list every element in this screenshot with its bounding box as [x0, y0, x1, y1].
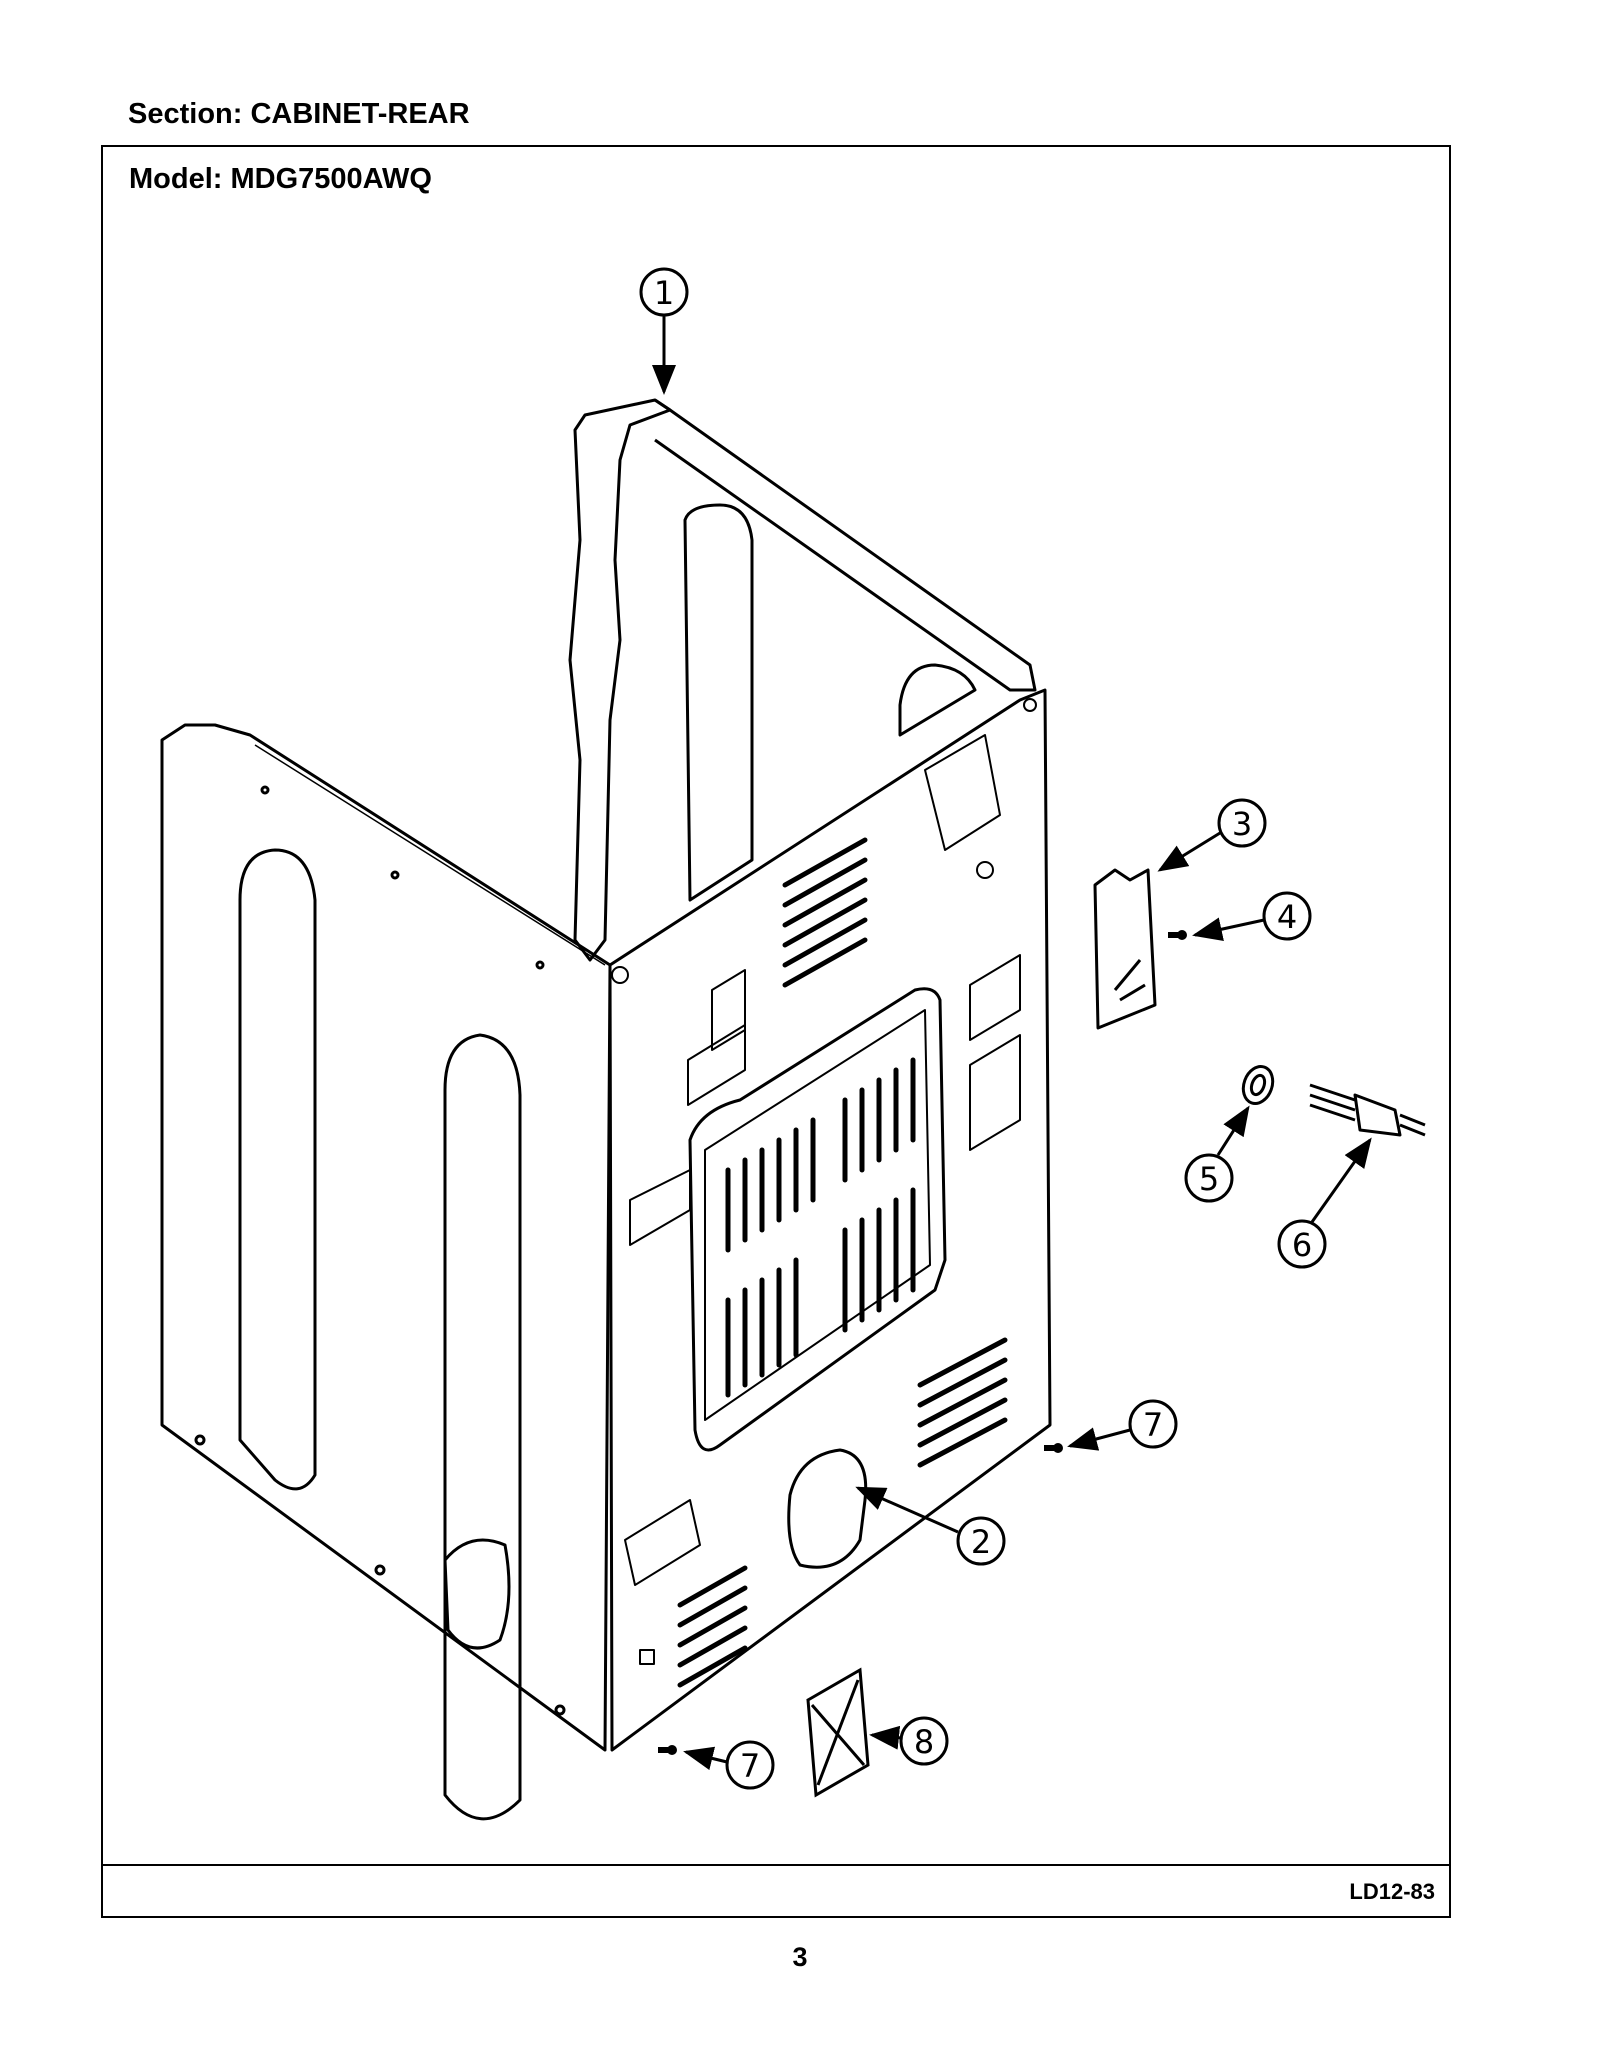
callout-7-bottom-label: 7 [740, 1747, 760, 1785]
model-title: Model: MDG7500AWQ [129, 163, 432, 195]
callout-4: 4 [1192, 891, 1312, 941]
page-number: 3 [792, 1942, 808, 1972]
callout-2: 2 [855, 1486, 1006, 1566]
left-side-panel [160, 723, 612, 1821]
rear-frame [568, 398, 1037, 962]
callout-5: 5 [1184, 1105, 1250, 1203]
callout-8: 8 [869, 1716, 949, 1766]
left-panel-oval-1 [238, 848, 317, 1491]
rear-panel-exhaust-hole [787, 1448, 868, 1569]
callout-3: 3 [1157, 798, 1267, 872]
callout-1-label: 1 [654, 274, 674, 312]
callout-5-label: 5 [1199, 1160, 1219, 1198]
rear-panel-gas-opening [924, 734, 1001, 851]
rear-frame-opening-2 [898, 663, 977, 737]
rear-panel [608, 688, 1052, 1752]
rear-panel-right-label [969, 954, 1021, 1041]
callout-4-label: 4 [1277, 898, 1297, 936]
callout-6-label: 6 [1292, 1226, 1312, 1264]
footer-divider [103, 1864, 1449, 1866]
callout-1: 1 [639, 267, 689, 395]
part-power-cord [1309, 1083, 1426, 1137]
diagram-frame: Model: MDG7500AWQ LD12-83 [101, 145, 1451, 1918]
callout-3-label: 3 [1232, 805, 1252, 843]
rear-panel-side-channel [629, 1169, 691, 1246]
rear-frame-opening-1 [683, 503, 754, 902]
part-access-cover [1093, 868, 1157, 1030]
left-panel-oval-2 [443, 1033, 522, 1821]
callout-7-right: 7 [1067, 1399, 1178, 1451]
vent-frame-inner [704, 1009, 931, 1421]
rear-panel-upper-label-2 [687, 1024, 746, 1106]
rear-panel-lower-channel [624, 1499, 701, 1586]
callout-7-bottom: 7 [683, 1740, 775, 1790]
section-title: Section: CABINET-REAR [128, 98, 470, 130]
part-screw-right [1044, 1443, 1063, 1453]
part-screw-bottom [658, 1745, 677, 1755]
rear-panel-right-label-2 [969, 1034, 1021, 1151]
vent-louvers [677, 837, 1008, 1688]
callout-2-label: 2 [971, 1523, 991, 1561]
callout-6: 6 [1277, 1137, 1372, 1269]
rear-frame-left-post [568, 398, 672, 962]
part-screw-upper [1168, 930, 1187, 940]
vent-frame [688, 987, 947, 1452]
part-cover-plate [806, 1667, 870, 1798]
callout-8-label: 8 [914, 1723, 934, 1761]
diagram-code: LD12-83 [1349, 1879, 1435, 1904]
part-grommet [1241, 1065, 1275, 1105]
rear-panel-upper-label [711, 969, 746, 1051]
left-panel-hole [443, 1538, 511, 1650]
callout-7-right-label: 7 [1143, 1406, 1163, 1444]
rear-frame-top-rail [654, 398, 1037, 692]
